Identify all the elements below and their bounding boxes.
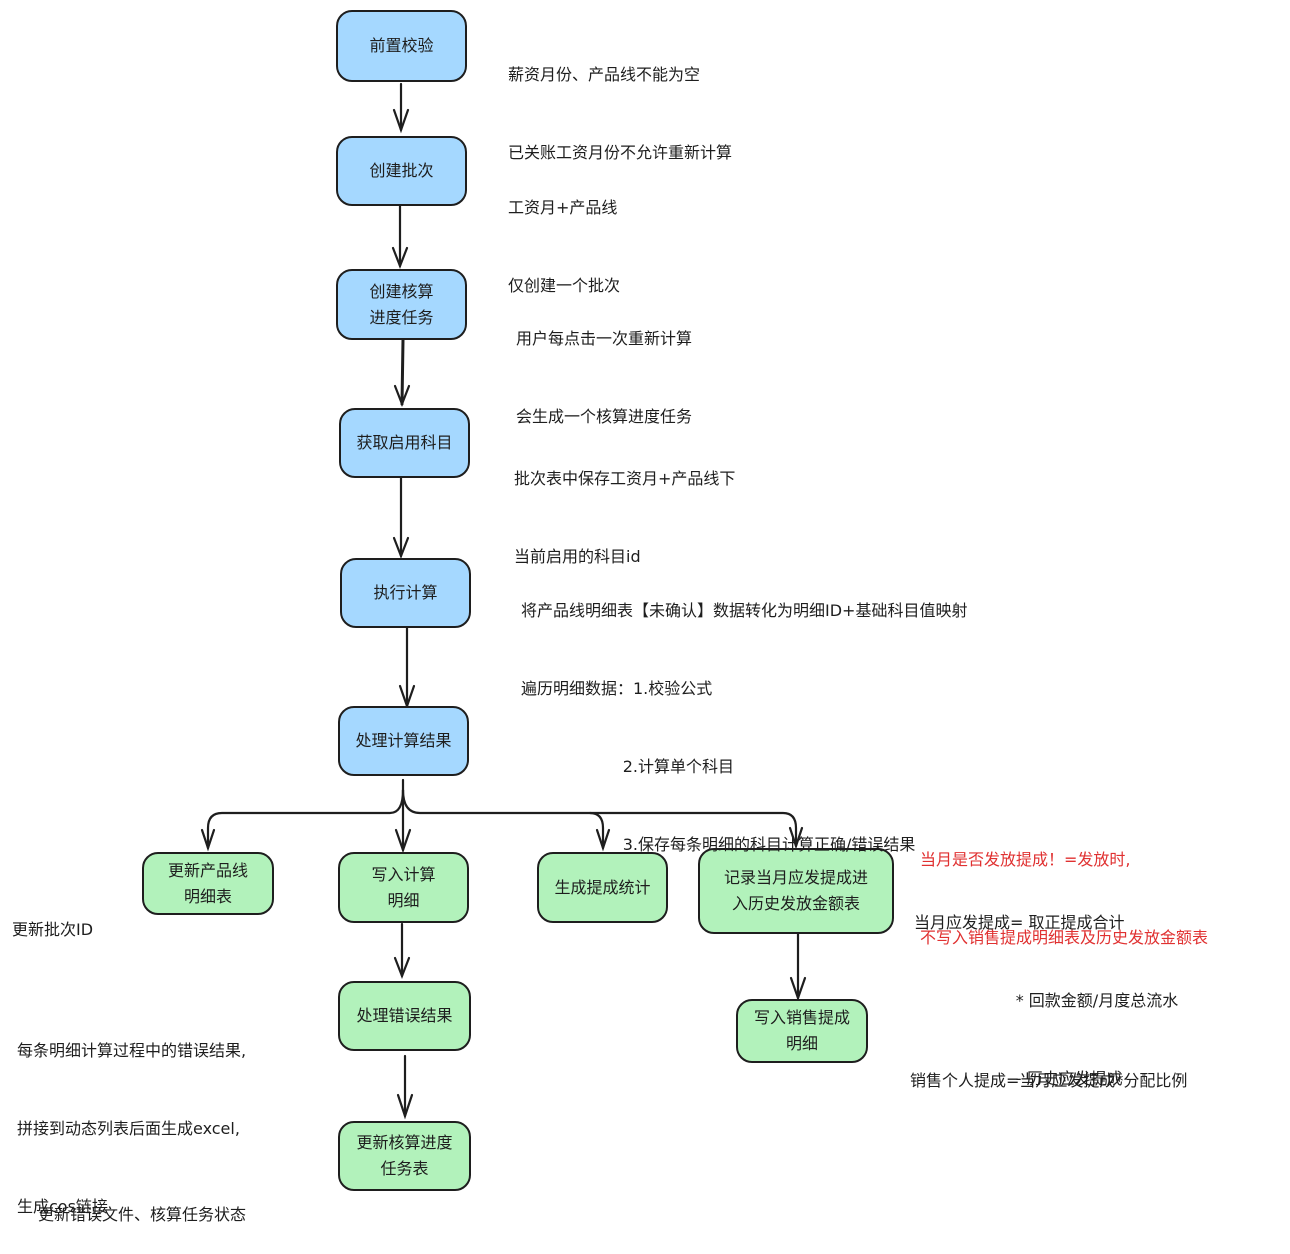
note-line: 仅创建一个批次 [508,276,621,295]
note-update-task: 更新错误文件、核算任务状态 [38,1150,246,1254]
arrow-branch-left-head [200,828,216,852]
note-line: 当月应发提成= 取正提成合计 [914,913,1125,932]
note-create-batch: 工资月+产品线 仅创建一个批次 [508,143,620,325]
note-line: 每条明细计算过程中的错误结果, [17,1041,247,1060]
arrow-calc-detail-to-errors-head [393,956,411,980]
note-line: 遍历明细数据：1.校验公式 [521,679,713,698]
node-process-results[interactable]: 处理计算结果 [338,706,469,776]
note-line: 将产品线明细表【未确认】数据转化为明细ID+基础科目值映射 [521,601,968,620]
note-line: 2.计算单个科目 [521,757,734,776]
note-line: 更新批次ID [12,920,94,939]
note-line: 薪资月份、产品线不能为空 [508,65,701,84]
note-line: 工资月+产品线 [508,198,618,217]
note-line: 已关账工资月份不允许重新计算 [508,143,733,162]
node-create-task[interactable]: 创建核算 进度任务 [336,269,467,340]
note-warning: 当月是否发放提成！=发放时, 不写入销售提成明细表及历史发放金额表 [920,795,1208,977]
note-line: 销售个人提成=当月应发提成*分配比例 [910,1071,1188,1090]
note-get-subjects: 批次表中保存工资月+产品线下 当前启用的科目id [514,414,735,596]
note-line: 当月是否发放提成！=发放时, [920,850,1131,869]
arrow-branch-far-right [588,811,798,848]
note-line: 会生成一个核算进度任务 [516,407,693,426]
node-update-detail[interactable]: 更新产品线 明细表 [142,852,274,915]
note-line: - 历史应发提成 [914,1069,1123,1088]
arrow-task-to-subjects [400,338,405,406]
arrow-batch-to-task-head [391,246,409,270]
node-record-commission[interactable]: 记录当月应发提成进 入历史发放金额表 [698,848,894,934]
arrow-record-to-sales-detail-head [789,976,807,1002]
flow-connectors [200,82,807,1120]
note-line: 更新错误文件、核算任务状态 [38,1205,247,1224]
node-update-task-table[interactable]: 更新核算进度 任务表 [338,1121,471,1191]
node-process-errors[interactable]: 处理错误结果 [338,981,471,1051]
arrow-branch-left [206,788,405,850]
arrow-branch-far-right-head [788,826,804,850]
node-write-sales-detail[interactable]: 写入销售提成 明细 [736,999,868,1063]
note-sales-detail: 销售个人提成=当月应发提成*分配比例 [910,1016,1187,1120]
note-line: 3.保存每条明细的科目计算正确/错误结果 [521,835,916,854]
note-line: 批次表中保存工资月+产品线下 [514,469,736,488]
arrow-task-to-subjects-head [393,384,411,408]
node-execute-calc[interactable]: 执行计算 [340,558,471,628]
note-execute-calc: 将产品线明细表【未确认】数据转化为明细ID+基础科目值映射 遍历明细数据：1.校… [521,546,967,884]
arrow-results-branch-main-head [394,828,412,854]
arrow-precheck-to-batch-head [392,108,410,134]
note-create-task: 用户每点击一次重新计算 会生成一个核算进度任务 [516,274,692,456]
arrow-errors-to-task-table-head [396,1093,414,1120]
node-gen-commission-stats[interactable]: 生成提成统计 [537,852,668,923]
note-line: 用户每点击一次重新计算 [516,329,693,348]
note-line: * 回款金额/月度总流水 [914,991,1179,1010]
arrow-branch-right-head [595,828,611,852]
note-line: 当前启用的科目id [514,547,641,566]
note-commission-formula: 当月应发提成= 取正提成合计 * 回款金额/月度总流水 - 历史应发提成 [914,858,1178,1118]
note-precheck: 薪资月份、产品线不能为空 已关账工资月份不允许重新计算 [508,10,732,192]
note-line: 拼接到动态列表后面生成excel, [17,1119,240,1138]
note-update-detail: 更新批次ID [12,865,93,969]
node-precheck[interactable]: 前置校验 [336,10,467,82]
node-create-batch[interactable]: 创建批次 [336,136,467,206]
arrow-subjects-to-execute-head [392,536,410,560]
note-line: 不写入销售提成明细表及历史发放金额表 [920,928,1209,947]
node-write-calc-detail[interactable]: 写入计算 明细 [338,852,469,923]
node-get-subjects[interactable]: 获取启用科目 [339,408,470,478]
